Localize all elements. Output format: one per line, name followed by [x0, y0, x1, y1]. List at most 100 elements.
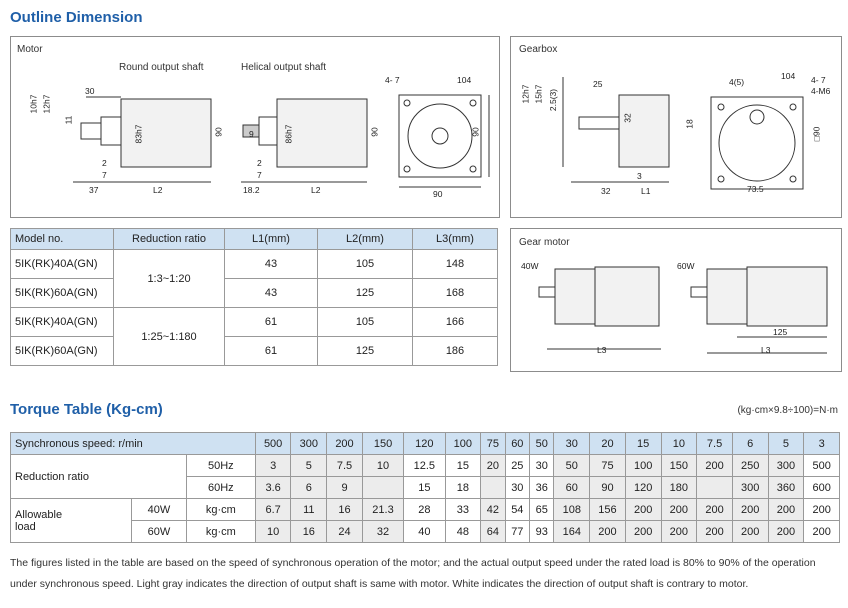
r60-cell: 300 — [731, 476, 769, 499]
dim-7-helical: 7 — [257, 170, 262, 180]
l1-cell: 43 — [224, 249, 318, 279]
r60-cell — [361, 476, 405, 499]
r60-cell: 360 — [767, 476, 805, 499]
model-cell: 5IK(RK)40A(GN) — [10, 249, 114, 279]
th-l2: L2(mm) — [317, 228, 413, 250]
l1-cell: 61 — [224, 336, 318, 366]
w40-cell: 28 — [403, 498, 446, 521]
w60-cell: 200 — [696, 520, 733, 543]
speeds-cell: 15 — [624, 432, 662, 455]
r50-cell: 10 — [361, 454, 405, 477]
gm-40w-label: 40W — [521, 261, 539, 271]
r50-cell: 200 — [696, 454, 733, 477]
r50-cell: 75 — [589, 454, 626, 477]
dim-4-7-gear: 4- 7 — [811, 75, 826, 85]
hz50-label: 50Hz — [185, 454, 256, 477]
dim-12h7: 12h7 — [41, 94, 52, 114]
gm-125: 125 — [773, 327, 788, 337]
l2-cell: 105 — [317, 307, 413, 337]
speeds-cell: 120 — [403, 432, 446, 455]
w40-cell: 54 — [504, 498, 531, 521]
w40-cell: 11 — [290, 498, 328, 521]
speeds-cell: 10 — [660, 432, 698, 455]
l3-cell: 166 — [412, 307, 498, 337]
dim-104-gear: 104 — [781, 71, 796, 81]
speeds-cell: 20 — [589, 432, 626, 455]
w40-cell: 200 — [624, 498, 662, 521]
r60-cell: 3.6 — [254, 476, 292, 499]
r50-cell: 500 — [803, 454, 840, 477]
th-l1: L1(mm) — [224, 228, 318, 250]
outline-dimension-title: Outline Dimension — [10, 9, 143, 26]
motor-drawings — [73, 94, 490, 188]
w40-cell: 21.3 — [361, 498, 405, 521]
dim-18-2: 18.2 — [243, 185, 260, 195]
dim-90-motor: 90 — [213, 127, 224, 137]
dim-l1: L1 — [641, 186, 651, 196]
gear-motor-panel: Gear motor 40W 60W 125 L3 L3 — [510, 228, 842, 372]
dim-30: 30 — [85, 86, 95, 96]
w60-cell: 200 — [660, 520, 698, 543]
dim-15h7: 15h7 — [533, 84, 544, 104]
dim-2-helical: 2 — [257, 158, 262, 168]
w40-label: 40W — [130, 498, 187, 521]
w60-cell: 24 — [326, 520, 363, 543]
speeds-cell: 100 — [444, 432, 482, 455]
dim-32-v: 32 — [622, 113, 633, 123]
gm-l3-60w: L3 — [761, 345, 771, 355]
helical-shaft-label: Helical output shaft — [241, 62, 327, 73]
w40-cell: 156 — [589, 498, 626, 521]
r60-cell: 6 — [290, 476, 328, 499]
r50-cell: 100 — [624, 454, 662, 477]
w60-cell: 200 — [803, 520, 840, 543]
r60-cell: 15 — [403, 476, 446, 499]
dim-32-h: 32 — [601, 186, 611, 196]
dim-86h7: 86h7 — [283, 124, 294, 144]
w40-cell: 42 — [480, 498, 506, 521]
w40-cell: 200 — [803, 498, 840, 521]
torque-table-title: Torque Table (Kg-cm) — [10, 401, 163, 418]
w60-cell: 10 — [254, 520, 292, 543]
dim-2-5: 2.5(3) — [548, 88, 559, 112]
l1-cell: 61 — [224, 307, 318, 337]
dim-37: 37 — [89, 185, 99, 195]
l2-cell: 125 — [317, 336, 413, 366]
w60-cell: 40 — [403, 520, 446, 543]
w40-cell: 200 — [660, 498, 698, 521]
speeds-cell: 300 — [290, 432, 328, 455]
unit-label-60: kg·cm — [185, 520, 256, 543]
r60-cell: 90 — [589, 476, 626, 499]
w60-cell: 200 — [731, 520, 769, 543]
reduction-ratio-label: Reduction ratio — [10, 454, 187, 499]
r50-cell: 30 — [529, 454, 555, 477]
r60-cell: 180 — [660, 476, 698, 499]
units-note: (kg·cm×9.8÷100)=N·m — [737, 405, 838, 416]
r50-cell: 3 — [254, 454, 292, 477]
r50-cell: 12.5 — [403, 454, 446, 477]
dim-l2-round: L2 — [153, 185, 163, 195]
w40-cell: 108 — [553, 498, 591, 521]
round-shaft-label: Round output shaft — [119, 62, 204, 73]
r50-cell: 50 — [553, 454, 591, 477]
l2-cell: 125 — [317, 278, 413, 308]
motor-panel: Motor Round output shaft Helical output … — [10, 36, 500, 218]
dim-104: 104 — [457, 75, 472, 85]
dim-2: 2 — [102, 158, 107, 168]
r60-cell — [696, 476, 733, 499]
r50-cell: 15 — [444, 454, 482, 477]
dim-4-7: 4- 7 — [385, 75, 400, 85]
dim-4-m6: 4-M6 — [811, 86, 831, 96]
dim-12h7-gear: 12h7 — [520, 84, 531, 104]
dim-73-5: 73.5 — [747, 184, 764, 194]
table-row: 5IK(RK)60A(GN) 43 125 168 — [10, 278, 498, 308]
th-l3: L3(mm) — [412, 228, 498, 250]
dim-7: 7 — [102, 170, 107, 180]
r60-cell — [480, 476, 506, 499]
w40-cell: 33 — [444, 498, 482, 521]
w60-cell: 32 — [361, 520, 405, 543]
w40-cell: 200 — [696, 498, 733, 521]
